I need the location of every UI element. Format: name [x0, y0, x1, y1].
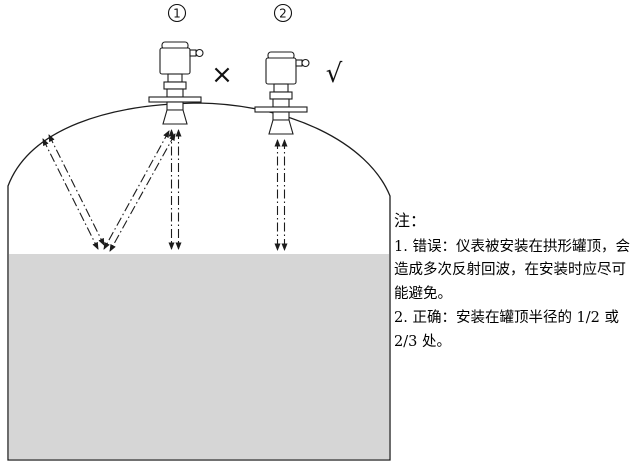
nozzle — [166, 101, 184, 111]
flange-stub — [166, 88, 184, 98]
cable-gland-cap — [301, 58, 310, 68]
wrong-cross-mark: × — [211, 60, 233, 90]
level-transmitter-1 — [148, 41, 204, 125]
mounting-flange — [254, 106, 308, 113]
callout-number-2-text: 2 — [279, 7, 287, 21]
correct-check-mark: √ — [326, 59, 343, 89]
cable-gland-cap — [195, 48, 204, 58]
callout-number-1-text: 1 — [173, 7, 181, 21]
beam-lines-wrong — [42, 129, 182, 252]
nozzle — [272, 111, 290, 121]
flange-stub — [272, 98, 290, 108]
level-transmitter-2 — [254, 51, 310, 135]
callout-number-2: 2 — [273, 3, 293, 23]
transmitter-housing — [159, 47, 191, 75]
process-adapter — [163, 81, 187, 90]
transmitter-housing — [265, 57, 297, 85]
callout-number-1: 1 — [167, 3, 187, 23]
beam-lines-correct — [274, 139, 288, 251]
mounting-flange — [148, 96, 202, 103]
horn-antenna — [162, 109, 188, 125]
note-item-wrong: 1. 错误：仪表被安装在拱形罐顶，会造成多次反射回波，在安装时应尽可能避免。 — [394, 238, 630, 302]
transmitter-neck — [167, 73, 183, 83]
process-adapter — [269, 91, 293, 100]
liquid-fill — [9, 254, 389, 459]
note-item-correct: 2. 正确：安装在罐顶半径的 1/2 或 2/3 处。 — [394, 310, 619, 350]
horn-antenna — [268, 119, 294, 135]
note-title: 注： — [394, 211, 427, 230]
cable-gland — [189, 49, 197, 57]
transmitter-neck — [273, 83, 289, 93]
cable-gland — [295, 59, 303, 67]
installation-note: 注： 1. 错误：仪表被安装在拱形罐顶，会造成多次反射回波，在安装时应尽可能避免… — [394, 208, 634, 355]
